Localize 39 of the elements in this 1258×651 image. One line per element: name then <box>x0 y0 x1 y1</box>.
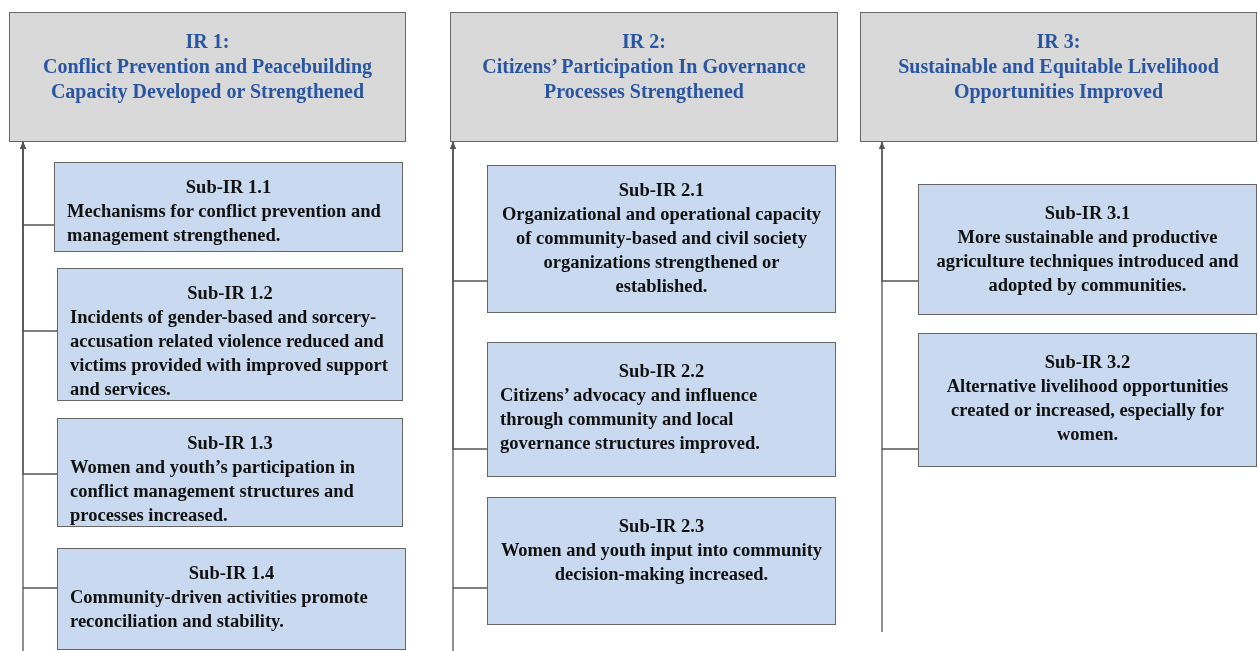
sub-result-number: Sub-IR 3.1 <box>1043 202 1132 225</box>
sub-result-text: Women and youth input into community decision-making increased. <box>500 539 823 586</box>
result-box <box>860 12 1257 142</box>
sub-result-box <box>57 548 406 650</box>
sub-result-box <box>54 162 403 252</box>
sub-result-text: Women and youth’s participation in conflict management structures and processes increased. <box>70 456 357 527</box>
sub-result-number: Sub-IR 2.3 <box>617 515 706 538</box>
sub-result-text: Incidents of gender-based and sorcery-accusation related violence reduced and victims provided with improved support and services. <box>70 306 389 401</box>
result-box <box>450 12 838 142</box>
arrow <box>20 141 58 589</box>
result-title: Sustainable and Equitable Livelihood Opportunities Improved <box>897 54 1220 104</box>
result-box <box>9 12 406 142</box>
result-title: Conflict Prevention and Peacebuilding Capacity Developed or Strengthened <box>41 54 374 104</box>
sub-result-number: Sub-IR 1.1 <box>184 176 273 199</box>
sub-result-text: Alternative livelihood opportunities created or increased, especially for women. <box>945 375 1230 446</box>
sub-result-box <box>57 418 403 527</box>
sub-result-box <box>918 333 1257 467</box>
sub-result-box <box>487 165 836 313</box>
sub-result-number: Sub-IR 1.2 <box>186 282 274 305</box>
sub-result-box <box>918 184 1257 315</box>
arrow <box>879 141 919 450</box>
sub-result-number: Sub-IR 3.2 <box>1043 351 1132 374</box>
sub-result-text: Mechanisms for conflict prevention and management strengthened. <box>67 200 382 247</box>
sub-result-number: Sub-IR 2.1 <box>617 179 706 202</box>
sub-result-number: Sub-IR 2.2 <box>617 360 706 383</box>
arrow <box>450 141 488 589</box>
sub-result-text: Organizational and operational capacity of community-based and civil society organizations strengthened or established. <box>500 203 823 298</box>
sub-result-number: Sub-IR 1.3 <box>186 432 274 455</box>
result-number: IR 2: <box>622 29 666 54</box>
sub-result-box <box>487 342 836 477</box>
sub-result-number: Sub-IR 1.4 <box>187 562 276 585</box>
result-number: IR 3: <box>1036 29 1081 54</box>
sub-result-text: Community-driven activities promote reconciliation and stability. <box>70 586 369 633</box>
sub-result-box <box>487 497 836 625</box>
result-title: Citizens’ Participation In Governance Processes Strengthened <box>481 54 807 104</box>
result-number: IR 1: <box>185 29 230 54</box>
sub-result-box <box>57 268 403 401</box>
sub-result-text: More sustainable and productive agriculture techniques introduced and adopted by communities. <box>935 226 1240 297</box>
sub-result-text: Citizens’ advocacy and influence through community and local governance structures improved. <box>500 384 761 455</box>
